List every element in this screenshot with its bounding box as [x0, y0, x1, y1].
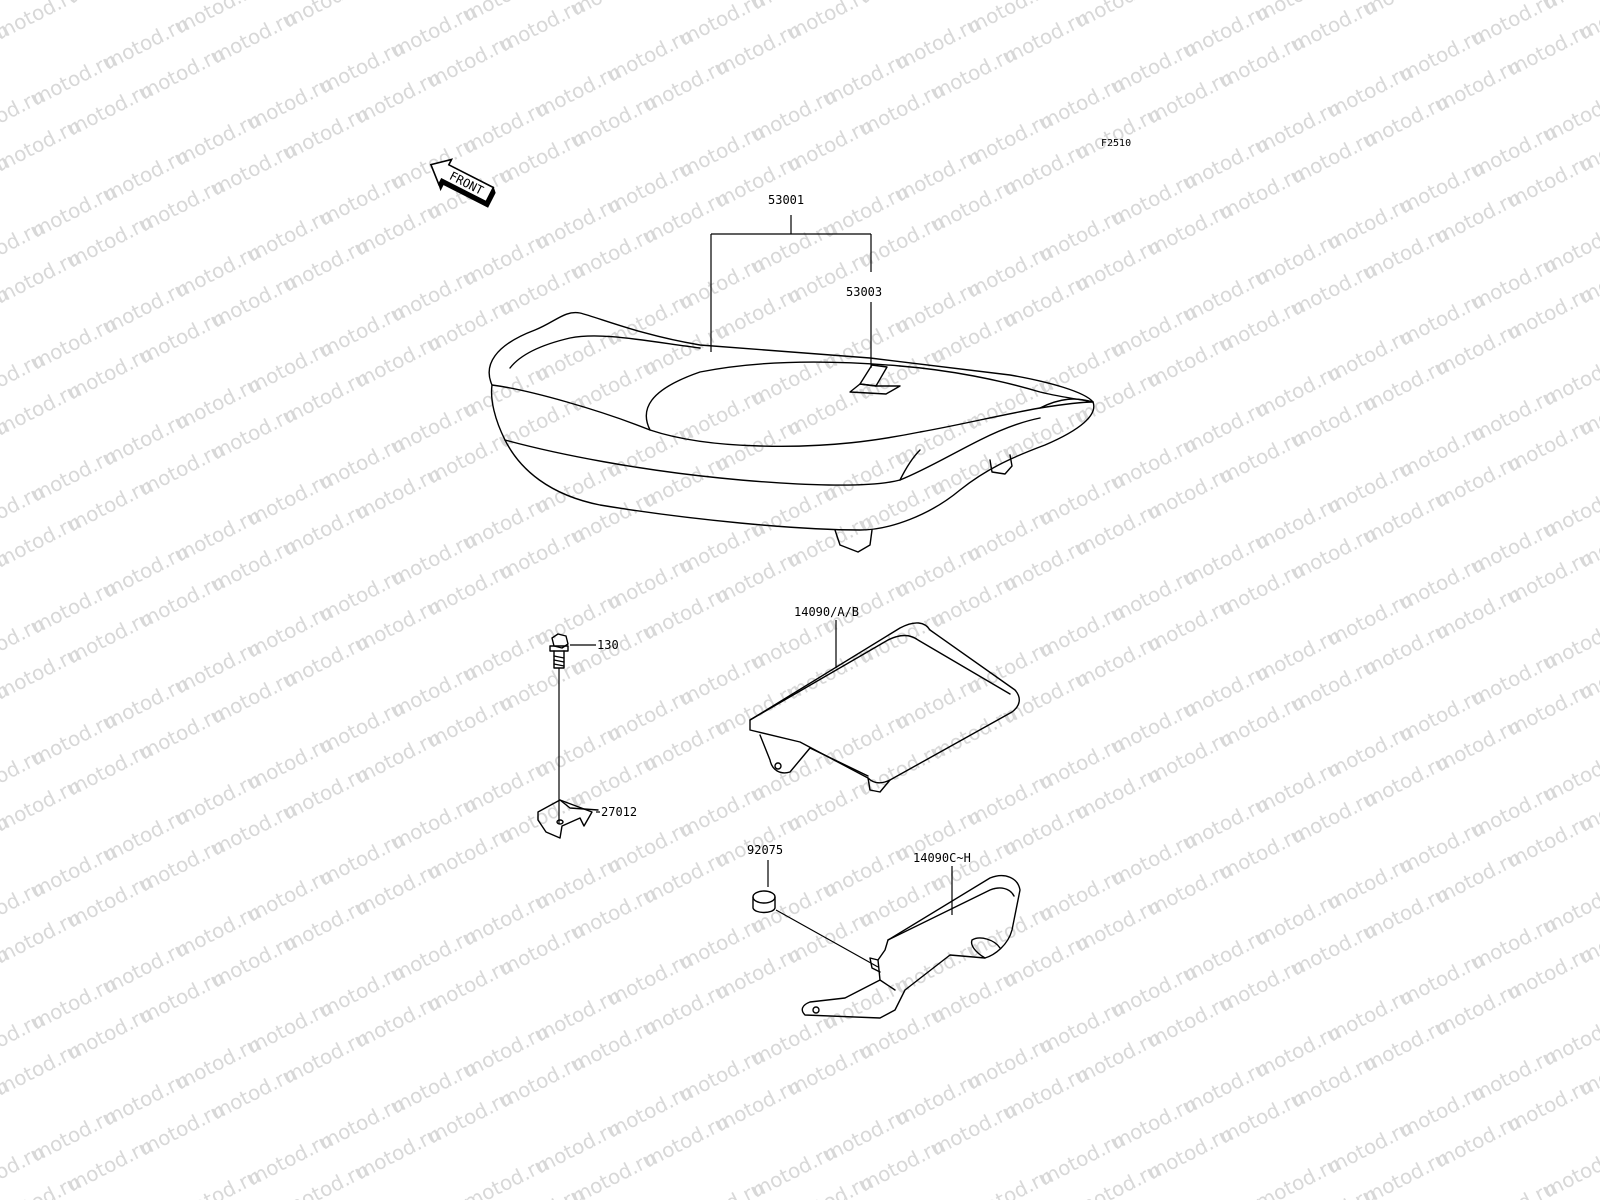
watermark-text: motod.ru: [279, 0, 372, 32]
watermark-text: motod.ru: [1539, 611, 1600, 674]
watermark-text: motod.ru: [1071, 0, 1164, 32]
damper-label[interactable]: 92075: [747, 843, 783, 857]
watermark-text: motod.ru: [1539, 0, 1600, 14]
upper-cover-label[interactable]: 14090/A/B: [794, 605, 859, 619]
upper-cover-part[interactable]: [749, 622, 1020, 793]
seat-part[interactable]: [488, 311, 1095, 553]
bolt-label[interactable]: 130: [597, 638, 619, 652]
watermark-text: motod.ru: [1539, 1139, 1600, 1200]
lower-cover-label[interactable]: 14090C~H: [913, 851, 971, 865]
seat-label[interactable]: 53001: [768, 193, 804, 207]
watermark-text: motod.ru: [1539, 743, 1600, 806]
watermark-text: motod.ru: [783, 0, 876, 44]
seat-strap-label[interactable]: 53003: [846, 285, 882, 299]
clamp-part[interactable]: [537, 799, 599, 839]
watermark-text: motod.ru: [1539, 83, 1600, 146]
lower-cover-part[interactable]: [801, 874, 1021, 1019]
watermark-text: motod.ru: [63, 0, 156, 8]
clamp-label[interactable]: 27012: [601, 805, 637, 819]
front-arrow-icon: FRONT: [429, 158, 496, 208]
watermark-text: motod.ru: [1359, 0, 1452, 20]
damper-axis-line: [775, 909, 879, 968]
watermark-text: motod.ru: [0, 0, 84, 44]
watermark-text: motod.ru: [855, 0, 948, 8]
damper-part[interactable]: [752, 890, 776, 914]
watermark-text: motod.ru: [1539, 479, 1600, 542]
diagram-ref-code: F2510: [1101, 138, 1131, 149]
watermark-text: motod.ru: [1539, 215, 1600, 278]
watermark-text: motod.ru: [1539, 1007, 1600, 1070]
watermark-text: motod.ru: [1539, 347, 1600, 410]
watermark-text: motod.ru: [567, 0, 660, 20]
watermark-text: motod.ru: [1539, 875, 1600, 938]
seat-leader: [710, 215, 872, 368]
